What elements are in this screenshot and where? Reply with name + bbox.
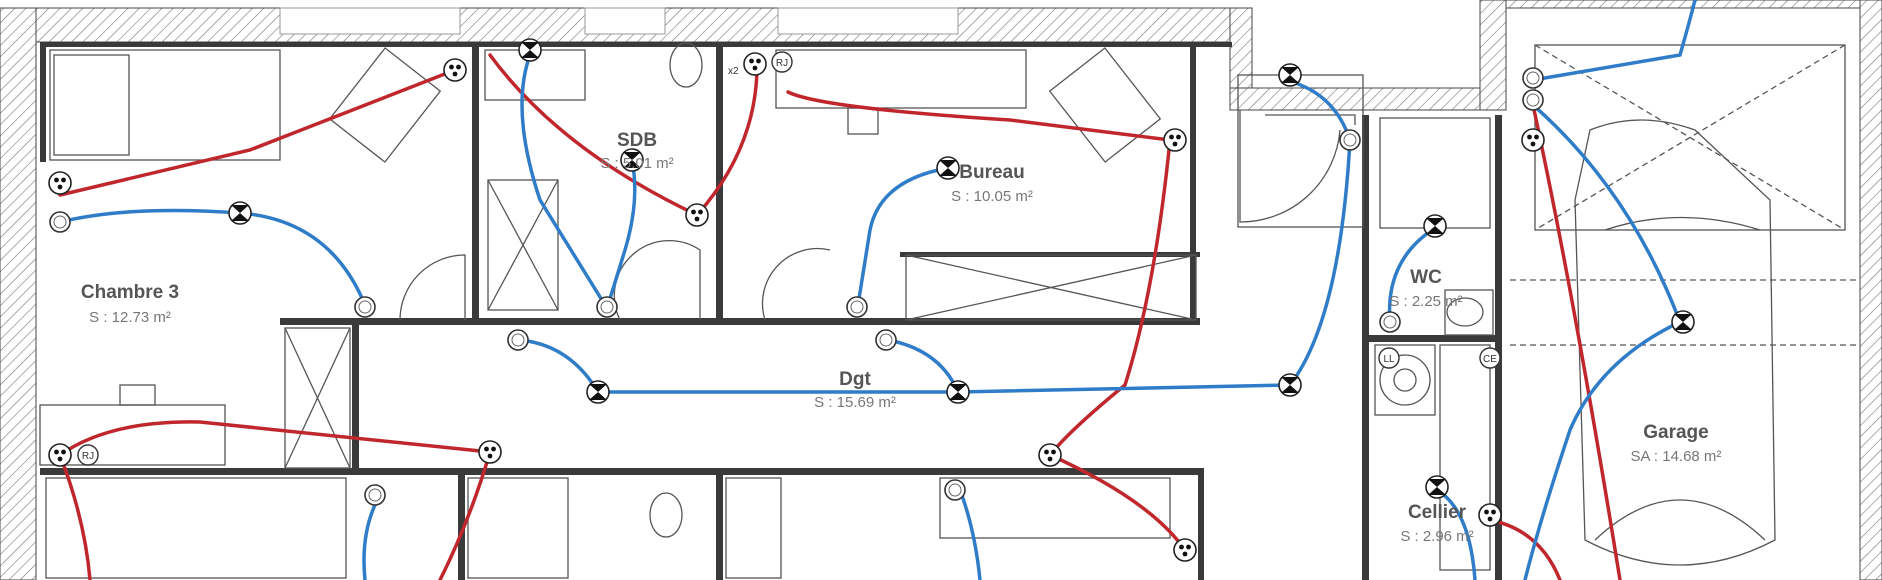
switch-icon <box>507 329 529 351</box>
room-area-cellier: S : 2.96 m² <box>1400 528 1473 545</box>
switch-icon <box>364 484 386 506</box>
switch-icon <box>1339 129 1361 151</box>
rj45-outlet-icon: RJ <box>77 444 99 466</box>
rj-tag: RJ <box>82 451 94 462</box>
ceiling-light-icon <box>228 201 252 225</box>
room-name-bureau: Bureau <box>959 162 1024 183</box>
room-labels: Chambre 3 S : 12.73 m² SDB S : 5.01 m² B… <box>81 130 1722 545</box>
ll-tag: LL <box>1383 354 1395 365</box>
room-area-dgt: S : 15.69 m² <box>814 394 896 411</box>
rj45-outlet-icon: RJ <box>771 51 793 73</box>
switch-icon <box>49 211 71 233</box>
room-name-wc: WC <box>1410 267 1442 288</box>
socket-icon <box>1163 128 1187 152</box>
room-area-wc: S : 2.25 m² <box>1389 293 1462 310</box>
socket-icon <box>743 52 767 76</box>
rj-tag: RJ <box>776 58 788 69</box>
ceiling-light-icon <box>1423 214 1447 238</box>
interior-walls <box>40 42 1502 580</box>
socket-icon <box>443 58 467 82</box>
socket-icon <box>1521 128 1545 152</box>
switch-icon <box>875 329 897 351</box>
room-name-sdb: SDB <box>617 130 657 151</box>
switch-icon <box>1379 311 1401 333</box>
room-name-chambre-3: Chambre 3 <box>81 282 179 303</box>
switch-icon <box>354 296 376 318</box>
ceiling-light-icon <box>1278 63 1302 87</box>
room-name-garage: Garage <box>1643 422 1708 443</box>
ceiling-light-icon <box>1425 475 1449 499</box>
room-area-garage: SA : 14.68 m² <box>1631 448 1722 465</box>
room-area-chambre-3: S : 12.73 m² <box>89 309 171 326</box>
room-area-bureau: S : 10.05 m² <box>951 188 1033 205</box>
ceiling-light-icon <box>1278 373 1302 397</box>
switch-icon <box>1522 67 1544 89</box>
switch-icon <box>1522 89 1544 111</box>
lighting-circuits <box>58 0 1697 580</box>
socket-icon <box>1173 538 1197 562</box>
room-name-dgt: Dgt <box>839 369 871 390</box>
washing-machine-outlet-icon: LL <box>1378 347 1400 369</box>
electrical-devices: RJ x2 RJ LL CE <box>48 38 1695 562</box>
socket-icon <box>478 440 502 464</box>
switch-icon <box>944 479 966 501</box>
power-circuits <box>58 53 1622 580</box>
socket-icon <box>685 203 709 227</box>
ceiling-light-icon <box>586 380 610 404</box>
ceiling-light-icon <box>1671 310 1695 334</box>
socket-icon <box>48 443 72 467</box>
socket-icon <box>48 171 72 195</box>
x2-tag: x2 <box>728 66 739 77</box>
switch-icon <box>846 296 868 318</box>
ce-tag: CE <box>1483 354 1497 365</box>
switch-icon <box>596 296 618 318</box>
water-heater-outlet-icon: CE <box>1479 347 1501 369</box>
ceiling-light-icon <box>518 38 542 62</box>
socket-icon <box>1038 443 1062 467</box>
room-name-cellier: Cellier <box>1408 502 1467 523</box>
ceiling-light-icon <box>946 380 970 404</box>
room-area-sdb: S : 5.01 m² <box>600 155 673 172</box>
socket-icon <box>1478 503 1502 527</box>
ceiling-light-icon <box>936 156 960 180</box>
